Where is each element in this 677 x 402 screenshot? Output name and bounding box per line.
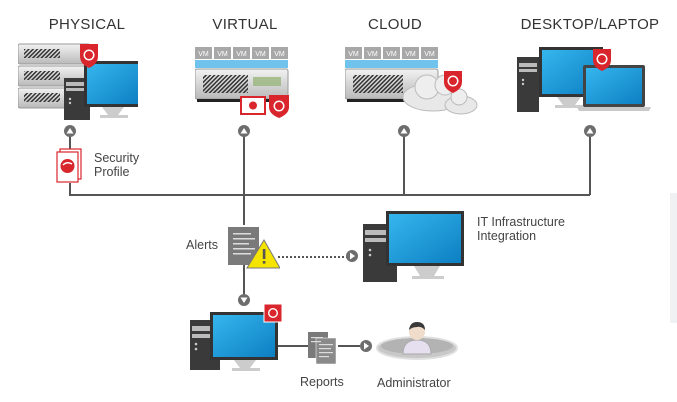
down-arrow-icon <box>240 297 248 303</box>
right-arrow-node-it <box>346 250 358 262</box>
heading-physical: PHYSICAL <box>48 16 126 33</box>
up-arrow-node-physical <box>64 125 76 137</box>
right-arrow-node-admin <box>360 340 372 352</box>
security-profile-label-line1: Security <box>94 151 140 165</box>
connector-alerts-down <box>243 262 245 294</box>
connector-virtual <box>243 135 245 225</box>
vm-label: VM <box>255 51 266 58</box>
laptop-icon <box>577 65 651 111</box>
reports-label: Reports <box>300 375 344 389</box>
vm-label: VM <box>236 51 247 58</box>
heading-desktop-laptop: DESKTOP/LAPTOP <box>520 16 660 33</box>
up-arrow-icon <box>66 128 74 134</box>
up-arrow-node-cloud <box>398 125 410 137</box>
vm-label: VM <box>274 51 285 58</box>
connector-physical-lower <box>69 183 71 195</box>
security-shield-icon <box>269 95 289 118</box>
administrator-label: Administrator <box>377 376 451 390</box>
up-arrow-node-desktop <box>584 125 596 137</box>
security-shield-icon <box>593 49 611 71</box>
it-integration-label-line2: Integration <box>477 229 537 243</box>
horizontal-bus <box>69 194 590 196</box>
alerts-label: Alerts <box>186 238 218 252</box>
up-arrow-icon <box>400 128 408 134</box>
monitor-icon <box>84 61 138 118</box>
security-profile-document-icon <box>56 148 82 183</box>
connector-alerts-to-it <box>278 256 348 258</box>
right-edge-panel <box>670 193 677 323</box>
vm-label: VM <box>198 51 209 58</box>
vm-blocks: VM VM VM VM VM <box>195 47 288 59</box>
it-integration-label: IT Infrastructure Integration <box>477 215 565 243</box>
connector-reports-to-admin <box>338 345 360 347</box>
management-console-computer-icon <box>190 303 283 371</box>
connector-physical <box>69 135 71 150</box>
security-shield-icon <box>444 71 462 93</box>
connector-console-to-reports <box>278 345 310 347</box>
user-avatar-icon <box>402 322 432 355</box>
heading-virtual: VIRTUAL <box>212 16 278 33</box>
vm-label: VM <box>217 51 228 58</box>
it-integration-label-line1: IT Infrastructure <box>477 215 565 229</box>
vm-label: VM <box>405 51 416 58</box>
vm-label: VM <box>386 51 397 58</box>
security-profile-label-line2: Profile <box>94 165 130 179</box>
tower-pc-icon <box>517 57 539 112</box>
security-profile-label: Security Profile <box>94 151 139 179</box>
warning-icon <box>246 239 280 269</box>
physical-servers-illustration <box>18 43 138 120</box>
up-arrow-icon <box>586 128 594 134</box>
it-infrastructure-computer-icon <box>363 211 464 282</box>
right-arrow-icon <box>350 252 355 260</box>
heading-cloud: CLOUD <box>367 16 422 33</box>
vm-label: VM <box>424 51 435 58</box>
security-agent-icon <box>263 303 283 323</box>
virtual-server-illustration: VM VM VM VM VM <box>195 47 289 118</box>
vm-blocks: VM VM VM VM VM <box>345 47 438 59</box>
reports-document-icon <box>308 332 337 365</box>
alerts-document-icon <box>228 227 280 269</box>
connector-desktop <box>589 135 591 195</box>
security-shield-icon <box>80 44 98 68</box>
desktop-laptop-illustration <box>517 47 651 112</box>
down-arrow-node-console <box>238 294 250 306</box>
connector-cloud <box>403 135 405 195</box>
vm-label: VM <box>367 51 378 58</box>
vm-label: VM <box>348 51 359 58</box>
cloud-server-illustration: VM VM VM VM VM <box>345 47 478 115</box>
up-arrow-icon <box>240 128 248 134</box>
right-arrow-icon <box>364 342 369 350</box>
security-agent-icon <box>240 96 266 115</box>
administrator-icon <box>376 322 458 360</box>
up-arrow-node-virtual <box>238 125 250 137</box>
